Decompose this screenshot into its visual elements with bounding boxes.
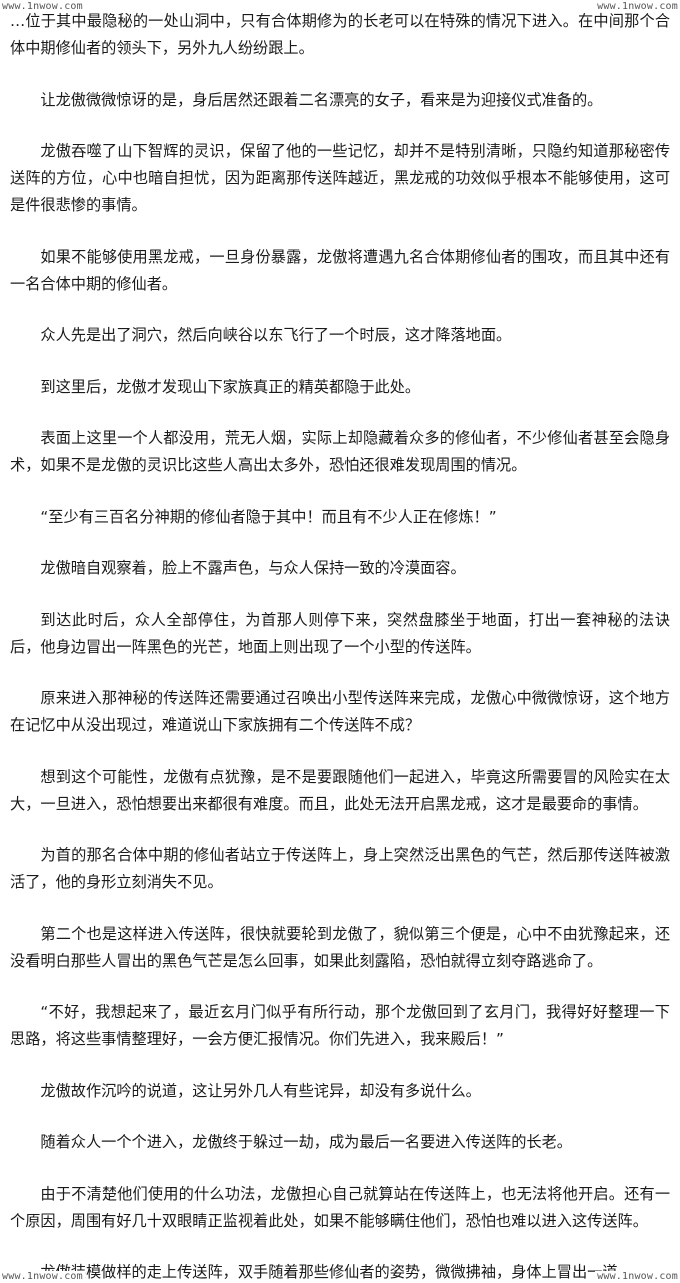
paragraph: 龙傲暗自观察着，脸上不露声色，与众人保持一致的冷漠面容。 xyxy=(40,559,466,577)
paragraph: 想到这个可能性，龙傲有点犹豫，是不是要跟随他们一起进入，毕竟这所需要冒的风险实在… xyxy=(10,767,670,813)
paragraph: 龙傲装模做样的走上传送阵，双手随着那些修仙者的姿势，微微拂袖，身体上冒出一道 xyxy=(40,1263,618,1281)
paragraph: …位于其中最隐秘的一处山洞中，只有合体期修为的长老可以在特殊的情况下进入。在中间… xyxy=(10,12,670,57)
watermark-top-left: www.1nwow.com xyxy=(0,1,85,12)
paragraph: 到这里后，龙傲才发现山下家族真正的精英都隐于此处。 xyxy=(40,377,421,396)
watermark-bottom-left: www.1nwow.com xyxy=(0,1271,85,1282)
paragraph: 让龙傲微微惊讶的是，身后居然还跟着二名漂亮的女子，看来是为迎接仪式准备的。 xyxy=(40,90,603,109)
paragraph: “至少有三百名分神期的修仙者隐于其中！而且有不少人正在修炼！” xyxy=(40,507,497,526)
paragraph: 为首的那名合体中期的修仙者站立于传送阵上，身上突然泛出黑色的气芒，然后那传送阵被… xyxy=(10,846,670,891)
paragraph: 第二个也是这样进入传送阵，很快就要轮到龙傲了，貌似第三个便是，心中不由犹豫起来，… xyxy=(10,924,670,970)
paragraph: 到达此时后，众人全部停住，为首那人则停下来，突然盘膝坐于地面，打出一套神秘的法诀… xyxy=(10,610,670,656)
paragraph: 龙傲故作沉吟的说道，这让另外几人有些诧异，却没有多说什么。 xyxy=(40,1081,481,1100)
paragraph: 众人先是出了洞穴，然后向峡谷以东飞行了一个时辰，这才降落地面。 xyxy=(40,326,512,344)
paragraph: 原来进入那神秘的传送阵还需要通过召唤出小型传送阵来完成，龙傲心中微微惊讶，这个地… xyxy=(10,689,670,734)
watermark-top-right: www.1nwow.com xyxy=(595,1,680,12)
paragraph: 表面上这里一个人都没用，荒无人烟，实际上却隐藏着众多的修仙者，不少修仙者甚至会隐… xyxy=(10,429,670,474)
paragraph: 龙傲吞噬了山下智辉的灵识，保留了他的一些记忆，却并不是特别清晰，只隐约知道那秘密… xyxy=(10,142,670,214)
paragraph: 由于不清楚他们使用的什么功法，龙傲担心自己就算站在传送阵上，也无法将他开启。还有… xyxy=(10,1184,670,1230)
paragraph: 如果不能够使用黑龙戒，一旦身份暴露，龙傲将遭遇九名合体期修仙者的围攻，而且其中还… xyxy=(10,247,670,293)
paragraph: 随着众人一个个进入，龙傲终于躲过一劫，成为最后一名要进入传送阵的长老。 xyxy=(40,1133,572,1151)
watermark-bottom-right: www.1nwow.com xyxy=(595,1271,680,1282)
document-body: …位于其中最隐秘的一处山洞中，只有合体期修为的长老可以在特殊的情况下进入。在中间… xyxy=(10,8,670,1283)
paragraph: “不好，我想起来了，最近玄月门似乎有所行动，那个龙傲回到了玄月门，我得好好整理一… xyxy=(10,1003,670,1048)
